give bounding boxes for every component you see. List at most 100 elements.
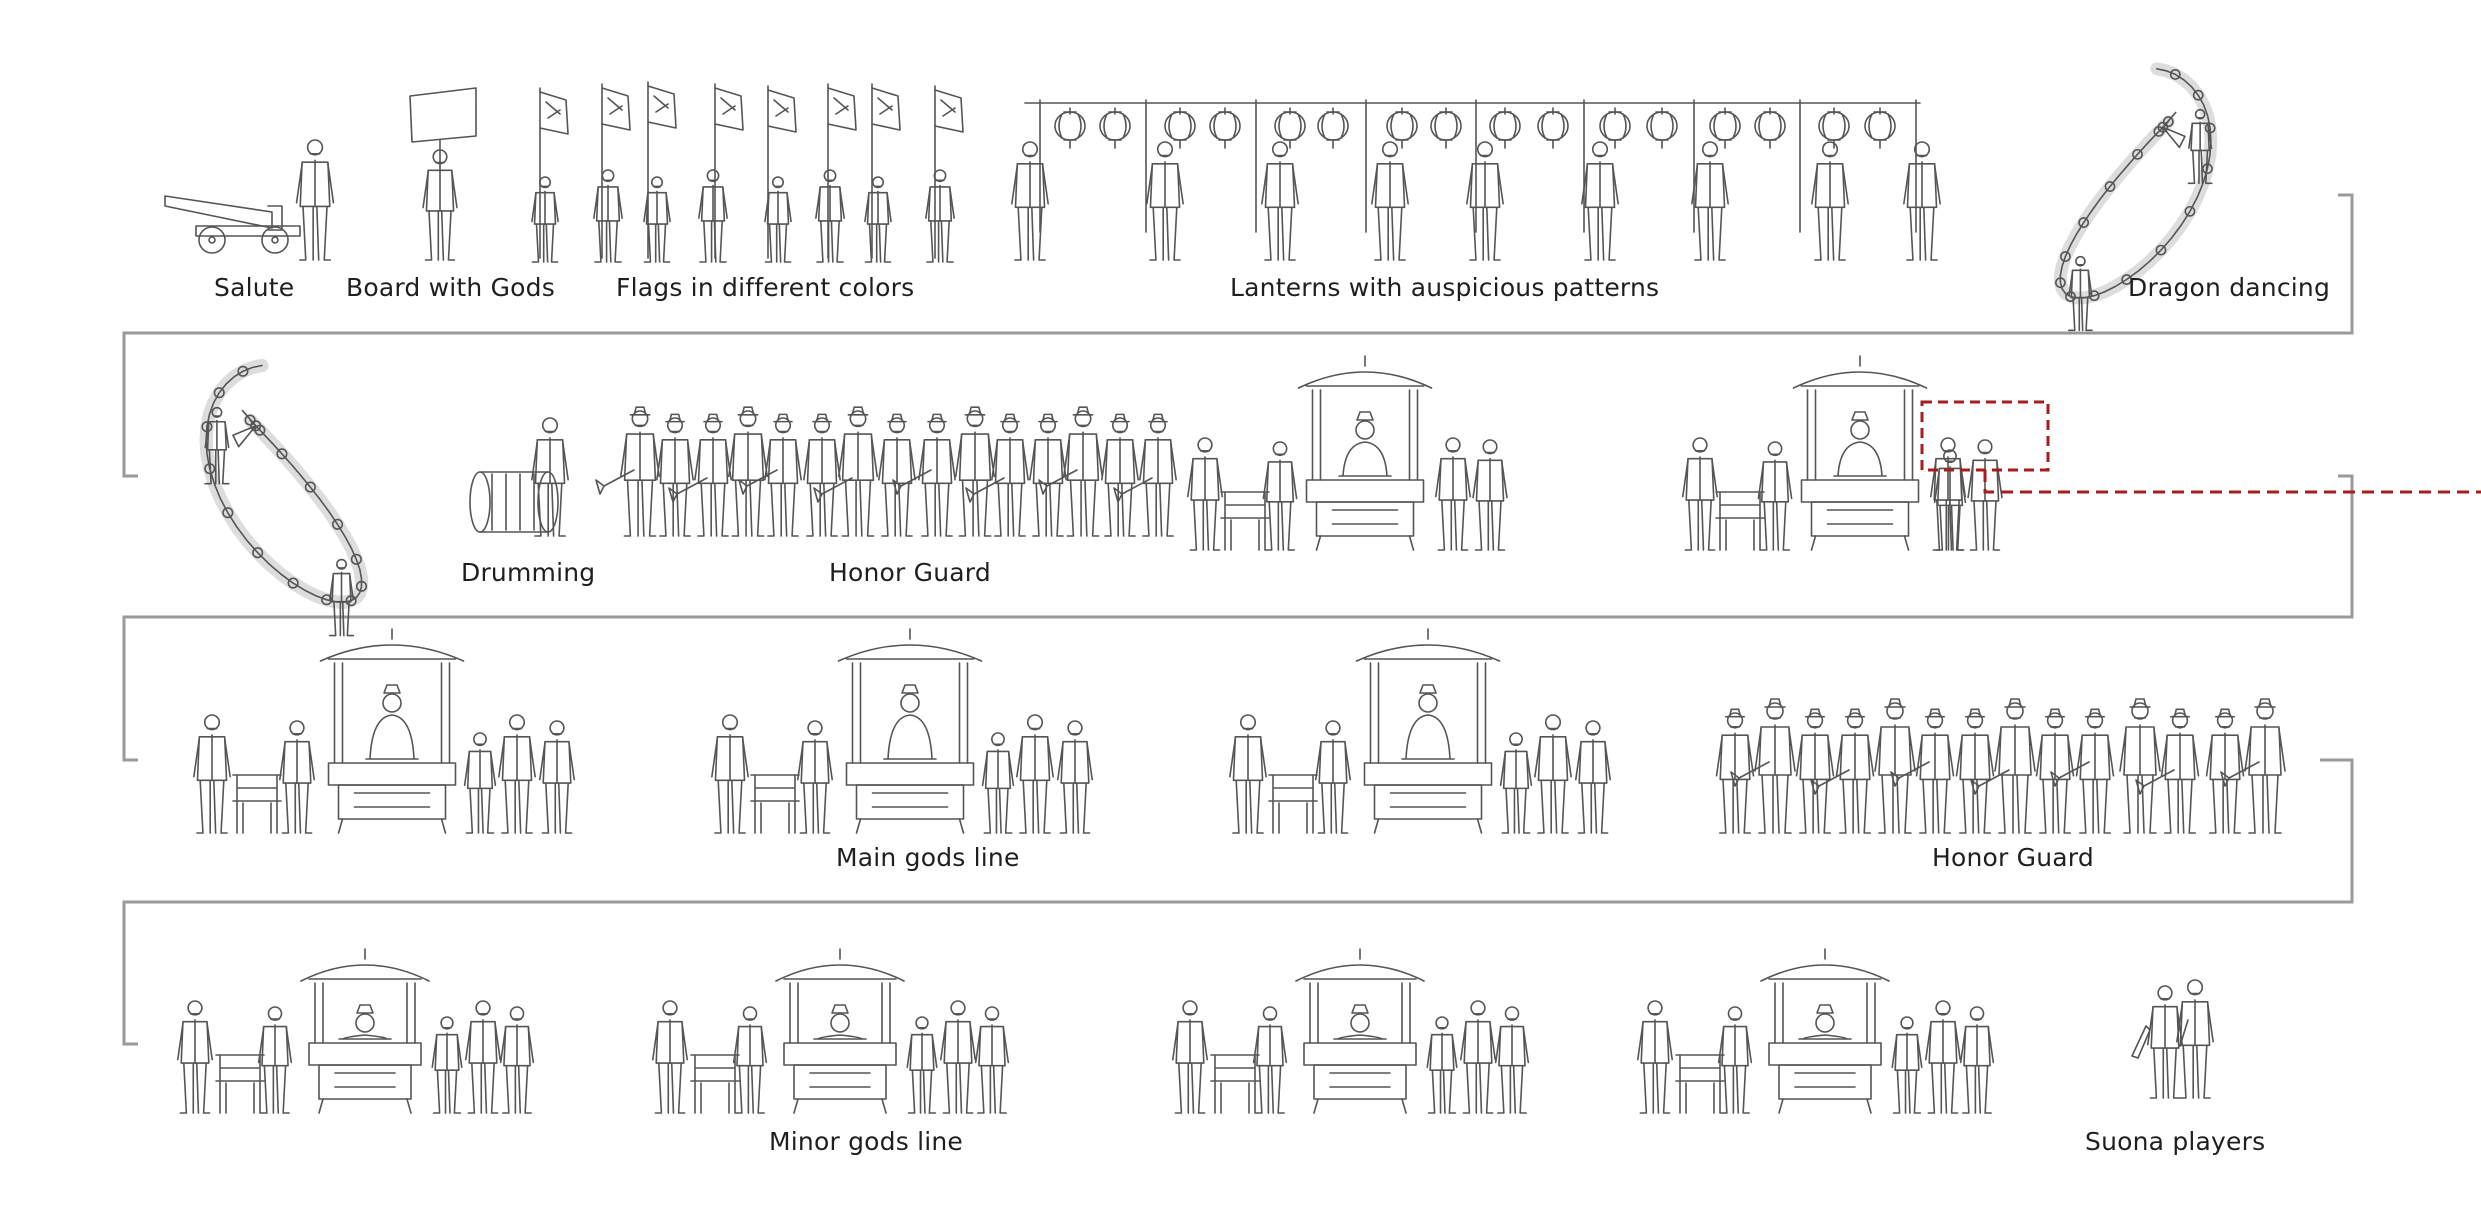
person-icon <box>1102 414 1138 536</box>
person-icon <box>992 414 1028 536</box>
person-icon <box>1535 715 1571 833</box>
flag-icon <box>768 86 796 258</box>
person-icon <box>941 1001 975 1113</box>
person-icon <box>2207 709 2244 833</box>
person-icon <box>2162 709 2199 833</box>
person-icon <box>699 170 727 262</box>
person-icon <box>765 414 801 536</box>
label-honor-guard-2: Honor Guard <box>1932 843 2094 872</box>
person-icon <box>532 418 568 536</box>
person-icon <box>1638 1001 1672 1113</box>
cannon-icon <box>165 196 300 253</box>
palanquin-icon <box>776 949 904 1113</box>
person-icon <box>865 177 891 262</box>
label-minor-gods-line: Minor gods line <box>769 1127 963 1156</box>
person-icon <box>1968 440 2002 550</box>
person-icon <box>280 721 314 833</box>
person-icon <box>1719 1007 1752 1113</box>
person-icon <box>2037 709 2074 833</box>
chair-icon <box>751 775 799 833</box>
person-icon <box>297 140 334 260</box>
person-icon <box>1188 438 1222 550</box>
person-icon <box>501 1007 534 1113</box>
person-icon <box>919 414 955 536</box>
person-icon <box>734 1007 767 1113</box>
palanquin-icon <box>1761 949 1889 1113</box>
person-icon <box>1797 709 1834 833</box>
person-icon <box>540 721 574 833</box>
label-suona-players: Suona players <box>2085 1127 2265 1156</box>
lantern-icon <box>1210 108 1240 148</box>
label-honor-guard-1: Honor Guard <box>829 558 991 587</box>
lantern-icon <box>1100 108 1130 148</box>
chair-icon <box>1211 1055 1259 1113</box>
person-icon <box>1058 721 1092 833</box>
drum-icon <box>470 472 558 532</box>
lantern-icon <box>1165 108 1195 148</box>
palanquin-icon <box>301 949 429 1113</box>
person-icon <box>465 733 496 833</box>
person-icon <box>695 414 731 536</box>
lantern-icon <box>1600 108 1630 148</box>
chair-icon <box>233 775 281 833</box>
chair-icon <box>691 1055 739 1113</box>
person-icon <box>1262 142 1298 260</box>
person-icon <box>1173 1001 1207 1113</box>
lantern-icon <box>1318 108 1348 148</box>
lantern-icon <box>1647 108 1677 148</box>
palanquin-icon <box>1296 949 1424 1113</box>
person-icon <box>798 721 832 833</box>
person-icon <box>1995 699 2035 833</box>
palanquin-icon <box>839 629 982 833</box>
person-icon <box>1582 142 1618 260</box>
person-icon <box>1461 1001 1495 1113</box>
person-icon <box>983 733 1014 833</box>
chair-icon <box>1221 492 1269 550</box>
palanquin-icon <box>1794 356 1927 550</box>
lantern-icon <box>1710 108 1740 148</box>
person-icon <box>712 715 748 833</box>
person-icon <box>466 1001 500 1113</box>
person-icon <box>1576 721 1610 833</box>
chair-icon <box>216 1055 264 1113</box>
person-icon <box>1837 709 1874 833</box>
person-icon <box>2120 699 2160 833</box>
chair-icon <box>1269 775 1317 833</box>
person-icon <box>1496 1007 1529 1113</box>
person-icon <box>976 1007 1009 1113</box>
person-icon <box>1030 414 1066 536</box>
label-drumming: Drumming <box>461 558 595 587</box>
person-icon <box>1758 442 1791 550</box>
flag-icon <box>648 82 676 258</box>
person-icon <box>879 414 915 536</box>
lantern-icon <box>1819 108 1849 148</box>
person-icon <box>729 407 767 536</box>
person-icon <box>839 407 877 536</box>
person-icon <box>1254 1007 1287 1113</box>
person-icon <box>1875 699 1915 833</box>
person-icon <box>804 414 840 536</box>
person-icon <box>2077 709 2114 833</box>
person-icon <box>1961 1007 1994 1113</box>
person-icon <box>1692 142 1728 260</box>
person-icon <box>2069 257 2092 331</box>
board-icon <box>410 88 476 168</box>
person-icon <box>1892 1017 1922 1113</box>
person-icon <box>594 170 622 262</box>
person-icon <box>1436 438 1470 550</box>
flag-icon <box>715 84 743 258</box>
person-icon <box>1812 142 1848 260</box>
lantern-icon <box>1055 108 1085 148</box>
person-icon <box>1683 438 1717 550</box>
person-icon <box>1427 1017 1457 1113</box>
person-icon <box>1501 733 1532 833</box>
person-icon <box>1926 1001 1960 1113</box>
lantern-icon <box>1755 108 1785 148</box>
person-icon <box>1467 142 1503 260</box>
person-icon <box>657 414 693 536</box>
person-icon <box>1957 709 1994 833</box>
procession-path <box>124 195 2352 1044</box>
person-icon <box>1263 442 1296 550</box>
person-icon <box>432 1017 462 1113</box>
person-icon <box>1230 715 1266 833</box>
